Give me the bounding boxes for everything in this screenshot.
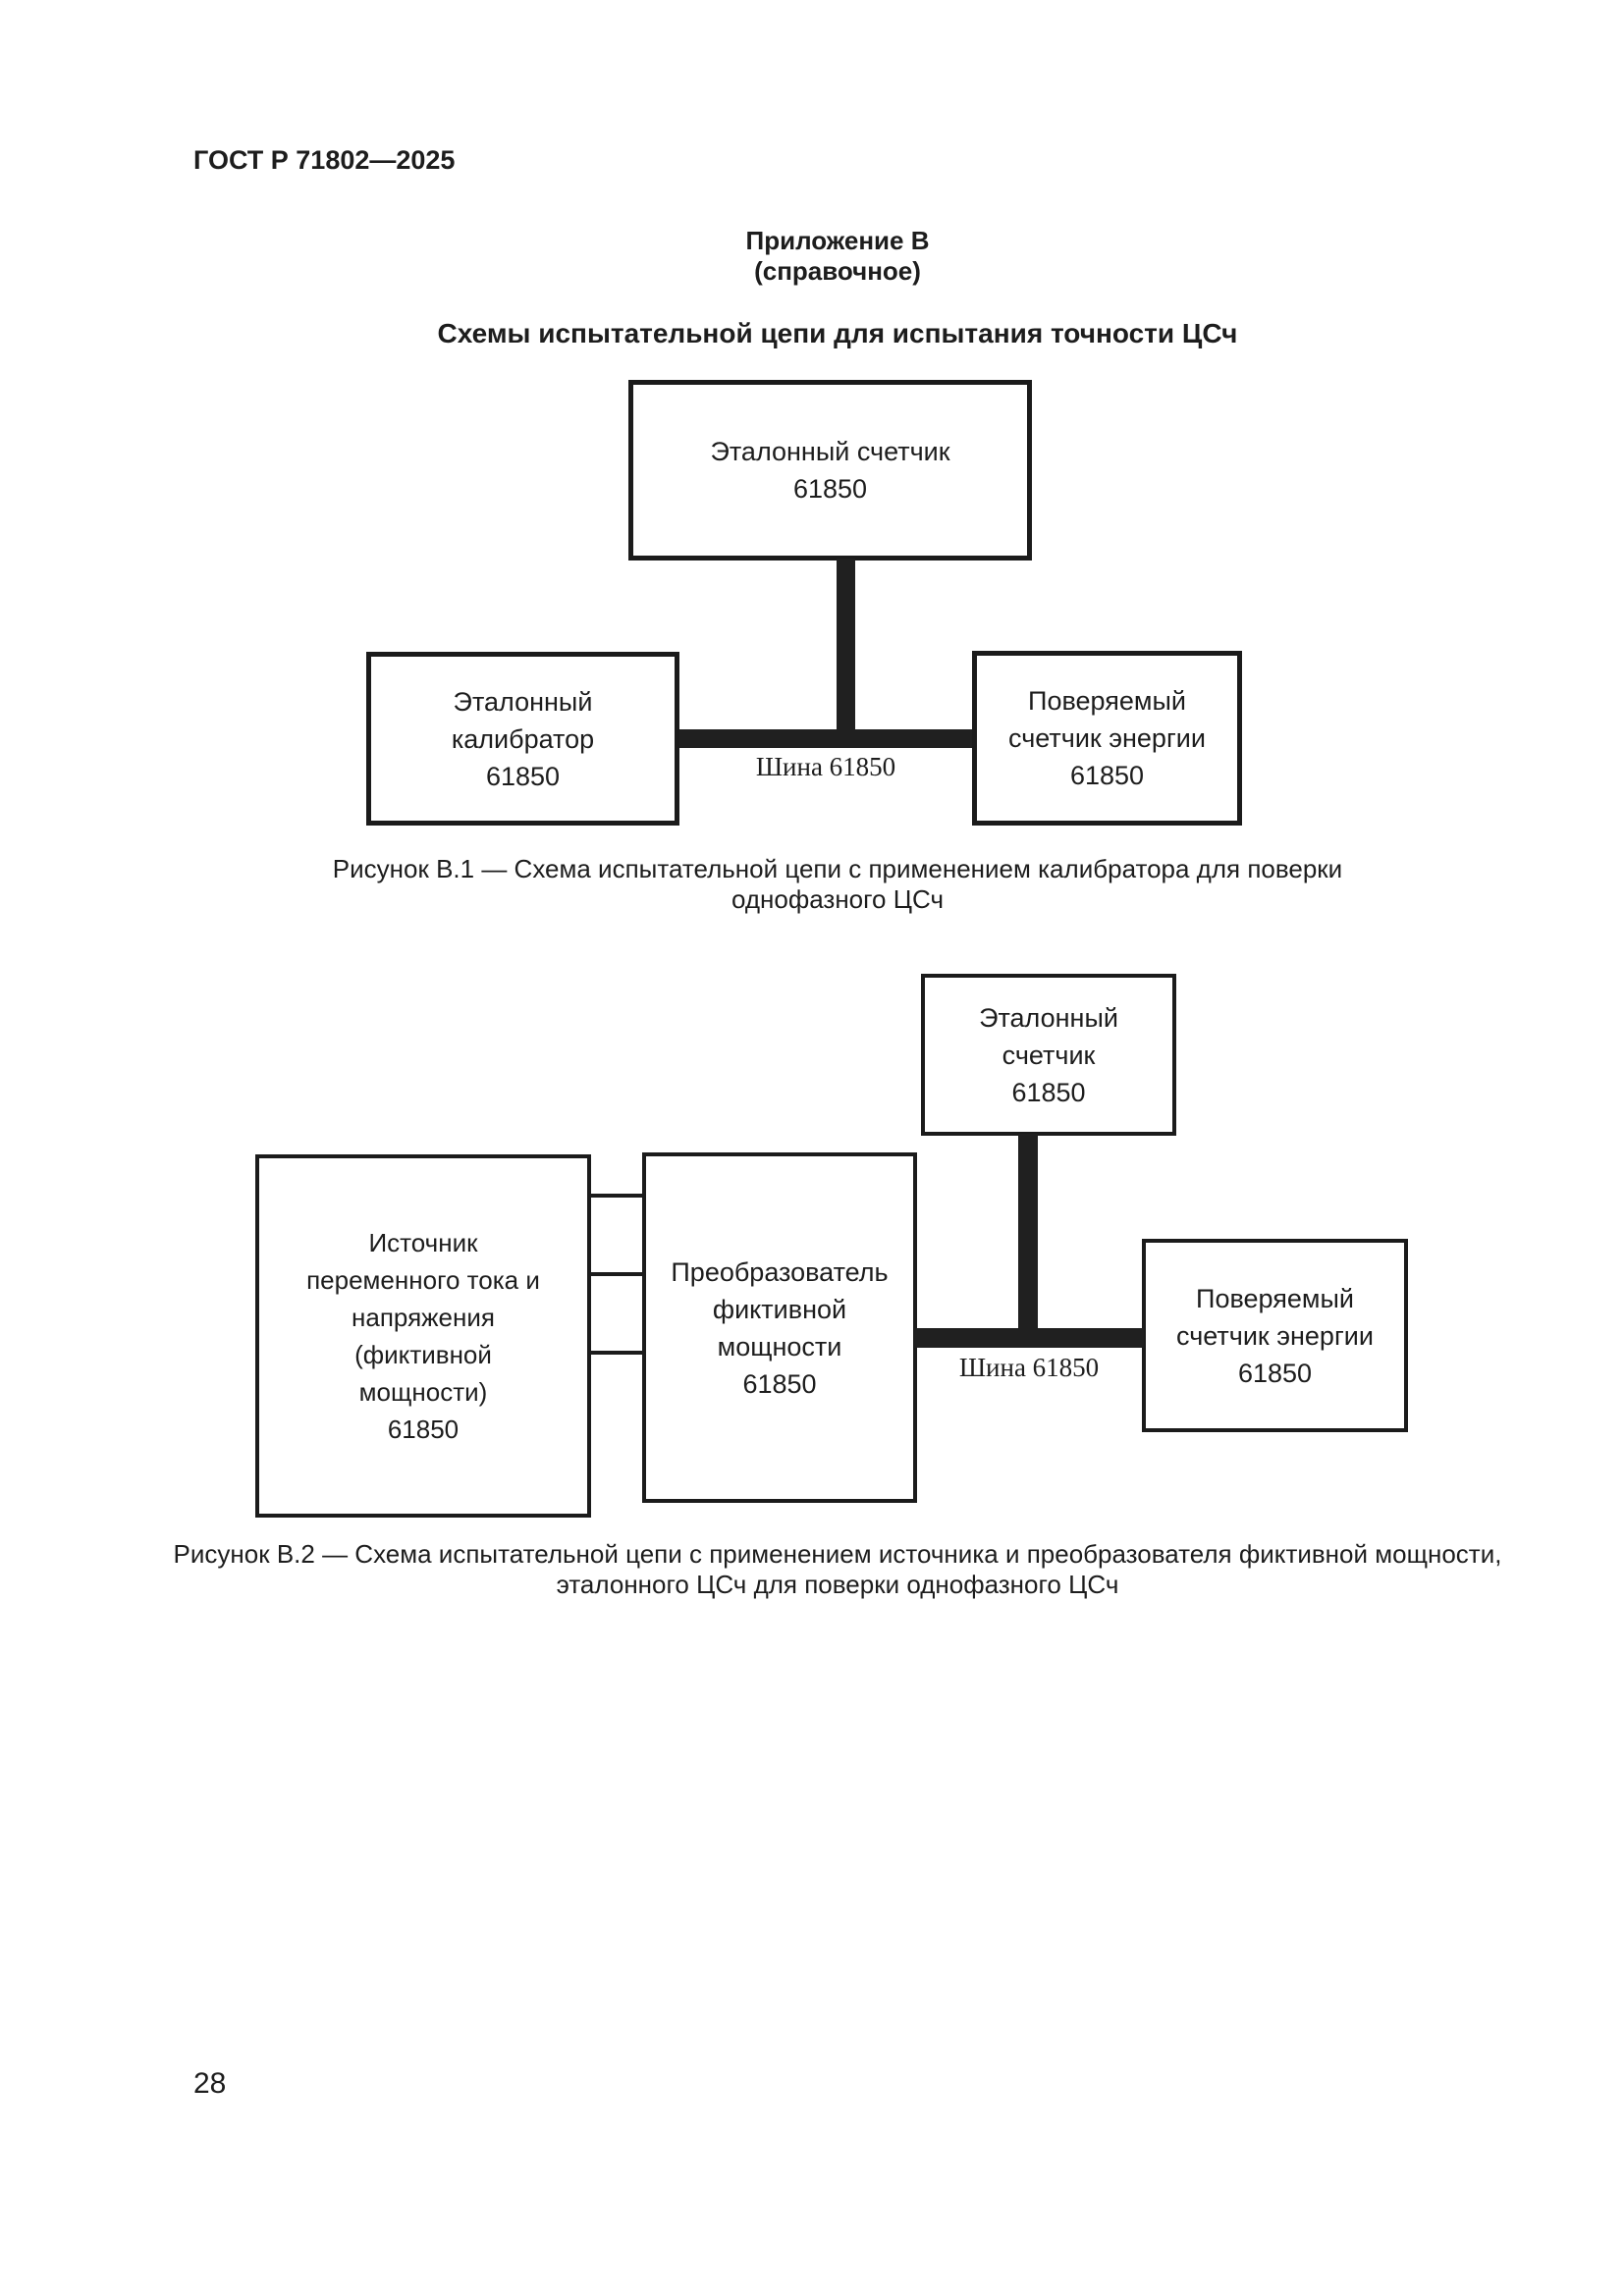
b2-bus-label: Шина 61850 — [958, 1353, 1100, 1382]
b1-meter-under-test-box: Поверяемый счетчик энергии 61850 — [972, 651, 1242, 826]
b2-horizontal-bus — [914, 1328, 1144, 1348]
b2-connector-rung-middle — [587, 1272, 646, 1276]
b1-bus-label: Шина 61850 — [755, 752, 896, 781]
b2-meter-under-test-box: Поверяемый счетчик энергии 61850 — [1142, 1239, 1408, 1432]
section-title: Схемы испытательной цепи для испытания т… — [437, 318, 1238, 348]
appendix-label: Приложение В — [745, 226, 930, 255]
b2-vertical-bus — [1018, 1134, 1038, 1348]
appendix-note: (справочное) — [754, 256, 921, 286]
b2-connector-rung-bottom — [587, 1351, 646, 1355]
figure-b1-caption: Рисунок В.1 — Схема испытательной цепи с… — [332, 854, 1343, 914]
b1-reference-meter-box: Эталонный счетчик 61850 — [628, 380, 1032, 561]
b2-converter-box: Преобразователь фиктивной мощности 61850 — [642, 1152, 917, 1503]
b2-connector-rung-top — [587, 1194, 646, 1198]
figure-b2-caption: Рисунок В.2 — Схема испытательной цепи с… — [173, 1539, 1502, 1599]
b1-reference-calibrator-box: Эталонный калибратор 61850 — [366, 652, 679, 826]
b1-horizontal-bus — [679, 729, 972, 748]
b2-reference-meter-box: Эталонный счетчик 61850 — [921, 974, 1176, 1136]
standard-number-header: ГОСТ Р 71802—2025 — [193, 145, 456, 175]
page-number: 28 — [193, 2067, 227, 2100]
b2-source-box: Источник переменного тока и напряжения (… — [255, 1154, 591, 1518]
b1-vertical-bus — [837, 559, 855, 748]
